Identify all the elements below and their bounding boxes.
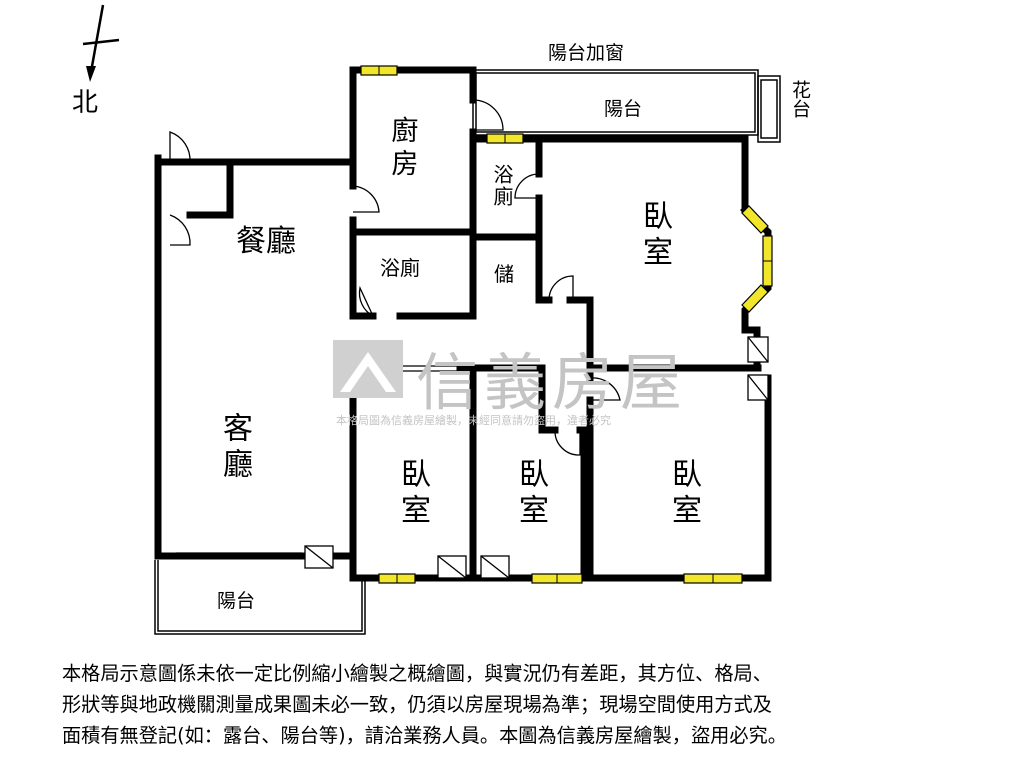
watermark-notice: 本格局圖為信義房屋繪製，未經同意請勿盜用，違者必究: [336, 414, 611, 427]
disclaimer-line: 形狀等與地政機關測量成果圖未必一致，仍須以房屋現場為準；現場空間使用方式及: [62, 693, 772, 716]
disclaimer: 本格局示意圖係未依一定比例縮小繪製之概繪圖，與實況仍有差距，其方位、格局、 形狀…: [62, 658, 982, 751]
brand-logo-icon: [333, 340, 403, 398]
north-label: 北: [72, 88, 99, 118]
room-label-living: 客廳: [217, 412, 252, 484]
door-swings: [169, 99, 621, 456]
disclaimer-line: 本格局示意圖係未依一定比例縮小繪製之概繪圖，與實況仍有差距，其方位、格局、: [62, 662, 772, 685]
room-label-bath-small: 浴廁: [380, 256, 420, 280]
planter-label: 花台: [789, 80, 811, 118]
room-label-storage: 儲: [494, 262, 514, 286]
north-arrow-icon: [82, 4, 120, 82]
balcony-bottom-outline: [154, 560, 366, 635]
walls: [154, 66, 772, 582]
room-label-kitchen: 廚房: [386, 116, 418, 182]
watermark-brand: 信義房屋: [416, 346, 689, 419]
balcony-bottom-label: 陽台: [217, 590, 256, 612]
disclaimer-line: 面積有無登記(如：露台、陽台等)，請洽業務人員。本圖為信義房屋繪製，盜用必究。: [62, 724, 787, 747]
room-label-bath-mid: 浴廁: [490, 164, 514, 208]
balcony-top-label: 陽台: [604, 98, 643, 120]
window-marks: [378, 66, 772, 583]
room-label-bedroom-1: 臥室: [395, 458, 430, 530]
room-label-bedroom-2: 臥室: [513, 458, 548, 530]
room-label-bedroom-3: 臥室: [666, 458, 701, 530]
balcony-window-label: 陽台加窗: [548, 42, 625, 64]
ac-units: [304, 336, 769, 579]
room-label-bedroom-master: 臥室: [637, 200, 672, 272]
room-label-dining: 餐廳: [236, 224, 296, 259]
